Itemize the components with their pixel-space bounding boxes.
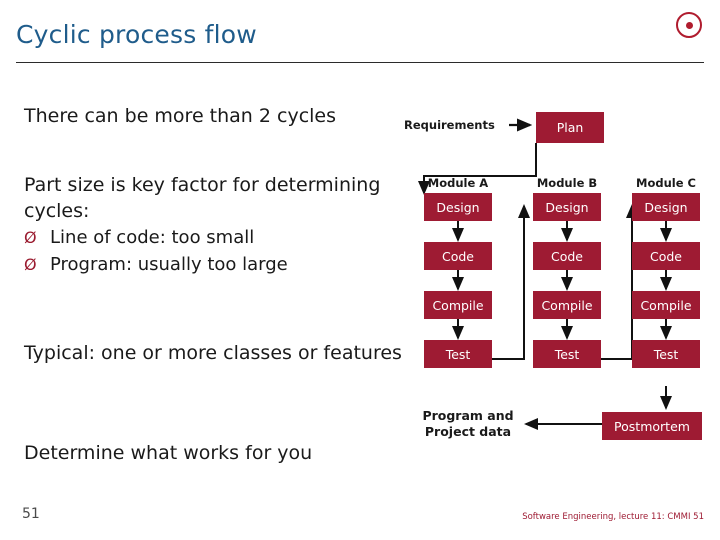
list-item-label: Line of code: too small: [50, 227, 255, 248]
box-module-c-test: Test: [632, 340, 700, 368]
paragraph-determine: Determine what works for you: [24, 442, 313, 464]
box-module-b-compile: Compile: [533, 291, 601, 319]
column-header-module-a: Module A: [427, 176, 489, 190]
paragraph-typical: Typical: one or more classes or features: [24, 342, 402, 364]
footer-note: Software Engineering, lecture 11: CMMI 5…: [522, 512, 704, 522]
column-header-module-b: Module B: [536, 176, 598, 190]
box-module-a-code: Code: [424, 242, 492, 270]
box-module-c-design: Design: [632, 193, 700, 221]
box-module-b-design: Design: [533, 193, 601, 221]
box-postmortem: Postmortem: [602, 412, 702, 440]
paragraph-cycles: There can be more than 2 cycles: [24, 105, 337, 127]
box-module-a-compile: Compile: [424, 291, 492, 319]
arrow-bullet-icon: Ø: [24, 228, 37, 247]
title-divider: [16, 62, 704, 63]
box-plan: Plan: [536, 112, 604, 143]
box-module-a-test: Test: [424, 340, 492, 368]
page-title: Cyclic process flow: [16, 20, 257, 49]
box-module-c-compile: Compile: [632, 291, 700, 319]
box-module-b-code: Code: [533, 242, 601, 270]
requirements-label: Requirements: [404, 118, 495, 132]
target-circle-icon: [676, 12, 702, 38]
box-module-a-design: Design: [424, 193, 492, 221]
list-item-label: Program: usually too large: [50, 254, 288, 275]
process-flow-diagram: Requirements Plan Module A Module B Modu…: [396, 96, 708, 466]
sub-bullet-list: Ø Line of code: too small Ø Program: usu…: [24, 224, 404, 278]
arrow-bullet-icon: Ø: [24, 255, 37, 274]
list-item: Ø Program: usually too large: [24, 251, 404, 278]
page-number: 51: [22, 506, 40, 522]
paragraph-part-size: Part size is key factor for determining …: [24, 172, 404, 278]
column-header-module-c: Module C: [636, 176, 696, 190]
list-item: Ø Line of code: too small: [24, 224, 404, 251]
paragraph-part-size-text: Part size is key factor for determining …: [24, 174, 381, 222]
box-module-b-test: Test: [533, 340, 601, 368]
box-module-c-code: Code: [632, 242, 700, 270]
